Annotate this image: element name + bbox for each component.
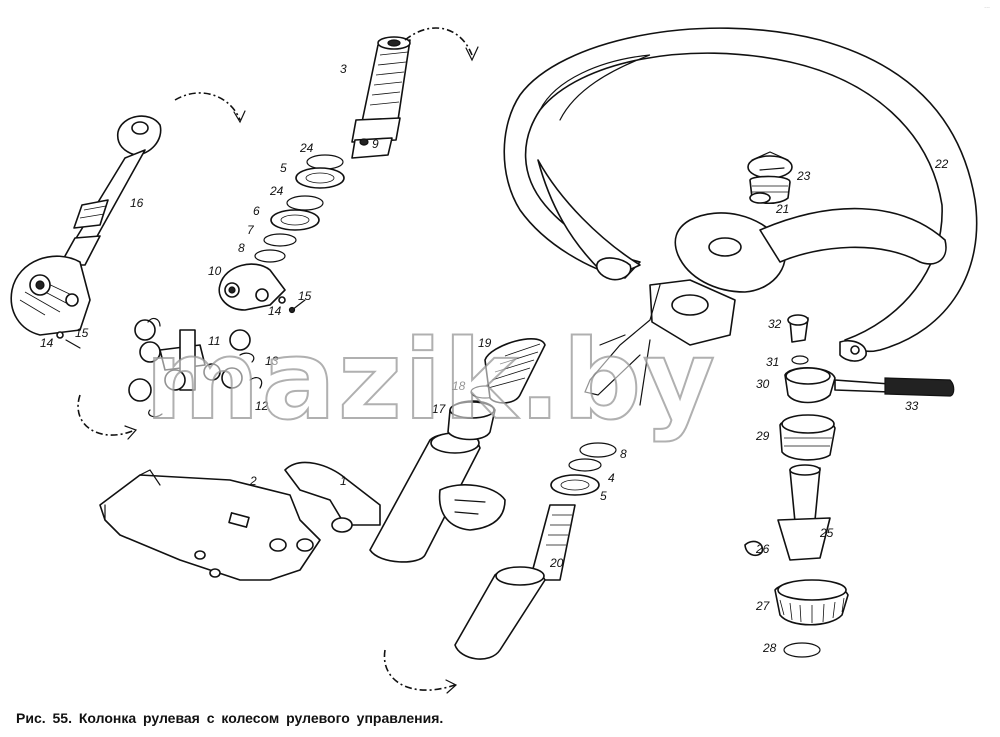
callout-3: 3 xyxy=(340,62,347,76)
callout-8: 8 xyxy=(238,241,245,255)
callout-22: 22 xyxy=(934,157,949,171)
callout-33: 33 xyxy=(905,399,919,413)
figure-caption: Рис. 55. Колонка рулевая с колесом рулев… xyxy=(16,710,444,726)
callout-11: 11 xyxy=(208,334,220,348)
callout-26: 26 xyxy=(755,542,770,556)
horn-button xyxy=(747,151,793,205)
callout-20: 20 xyxy=(549,556,564,570)
callout-27: 27 xyxy=(755,599,771,613)
callout-labels: 1 2 3 4 5 5 6 7 8 8 9 10 11 12 13 14 14 … xyxy=(40,62,949,655)
callout-13: 13 xyxy=(265,354,279,368)
switch-assembly xyxy=(744,314,955,658)
callout-7: 7 xyxy=(247,223,255,237)
callout-29: 29 xyxy=(755,429,770,443)
callout-24: 24 xyxy=(299,141,314,155)
steering-wheel xyxy=(503,27,978,406)
callout-25: 25 xyxy=(819,526,834,540)
assembly-arrows xyxy=(77,27,479,694)
callout-5: 5 xyxy=(280,161,287,175)
lower-shaft xyxy=(454,442,617,660)
callout-5b: 5 xyxy=(600,489,607,503)
callout-9: 9 xyxy=(372,137,379,151)
callout-8b: 8 xyxy=(620,447,627,461)
universal-joint-cross xyxy=(128,317,263,418)
callout-32: 32 xyxy=(768,317,782,331)
watermark: mazik.by xyxy=(145,316,717,444)
callout-24b: 24 xyxy=(269,184,284,198)
callout-14: 14 xyxy=(40,336,54,350)
callout-2: 2 xyxy=(249,474,257,488)
callout-4: 4 xyxy=(608,471,615,485)
callout-10: 10 xyxy=(208,264,222,278)
callout-23: 23 xyxy=(796,169,811,183)
callout-28: 28 xyxy=(762,641,777,655)
callout-30: 30 xyxy=(756,377,770,391)
callout-12: 12 xyxy=(255,399,269,413)
callout-21: 21 xyxy=(775,202,789,216)
column-tube xyxy=(369,337,546,563)
callout-18: 18 xyxy=(452,379,466,393)
callout-15b: 15 xyxy=(298,289,312,303)
callout-16: 16 xyxy=(130,196,144,210)
callout-15: 15 xyxy=(75,326,89,340)
callout-17: 17 xyxy=(432,402,447,416)
mounting-bracket xyxy=(99,461,381,581)
callout-6: 6 xyxy=(253,204,260,218)
callout-1: 1 xyxy=(340,474,347,488)
corner-mark: ... xyxy=(984,3,990,10)
callout-31: 31 xyxy=(766,355,779,369)
callout-19: 19 xyxy=(478,336,492,350)
intermediate-shaft xyxy=(10,115,162,349)
steering-shaft-upper xyxy=(218,36,411,314)
callout-14b: 14 xyxy=(268,304,282,318)
